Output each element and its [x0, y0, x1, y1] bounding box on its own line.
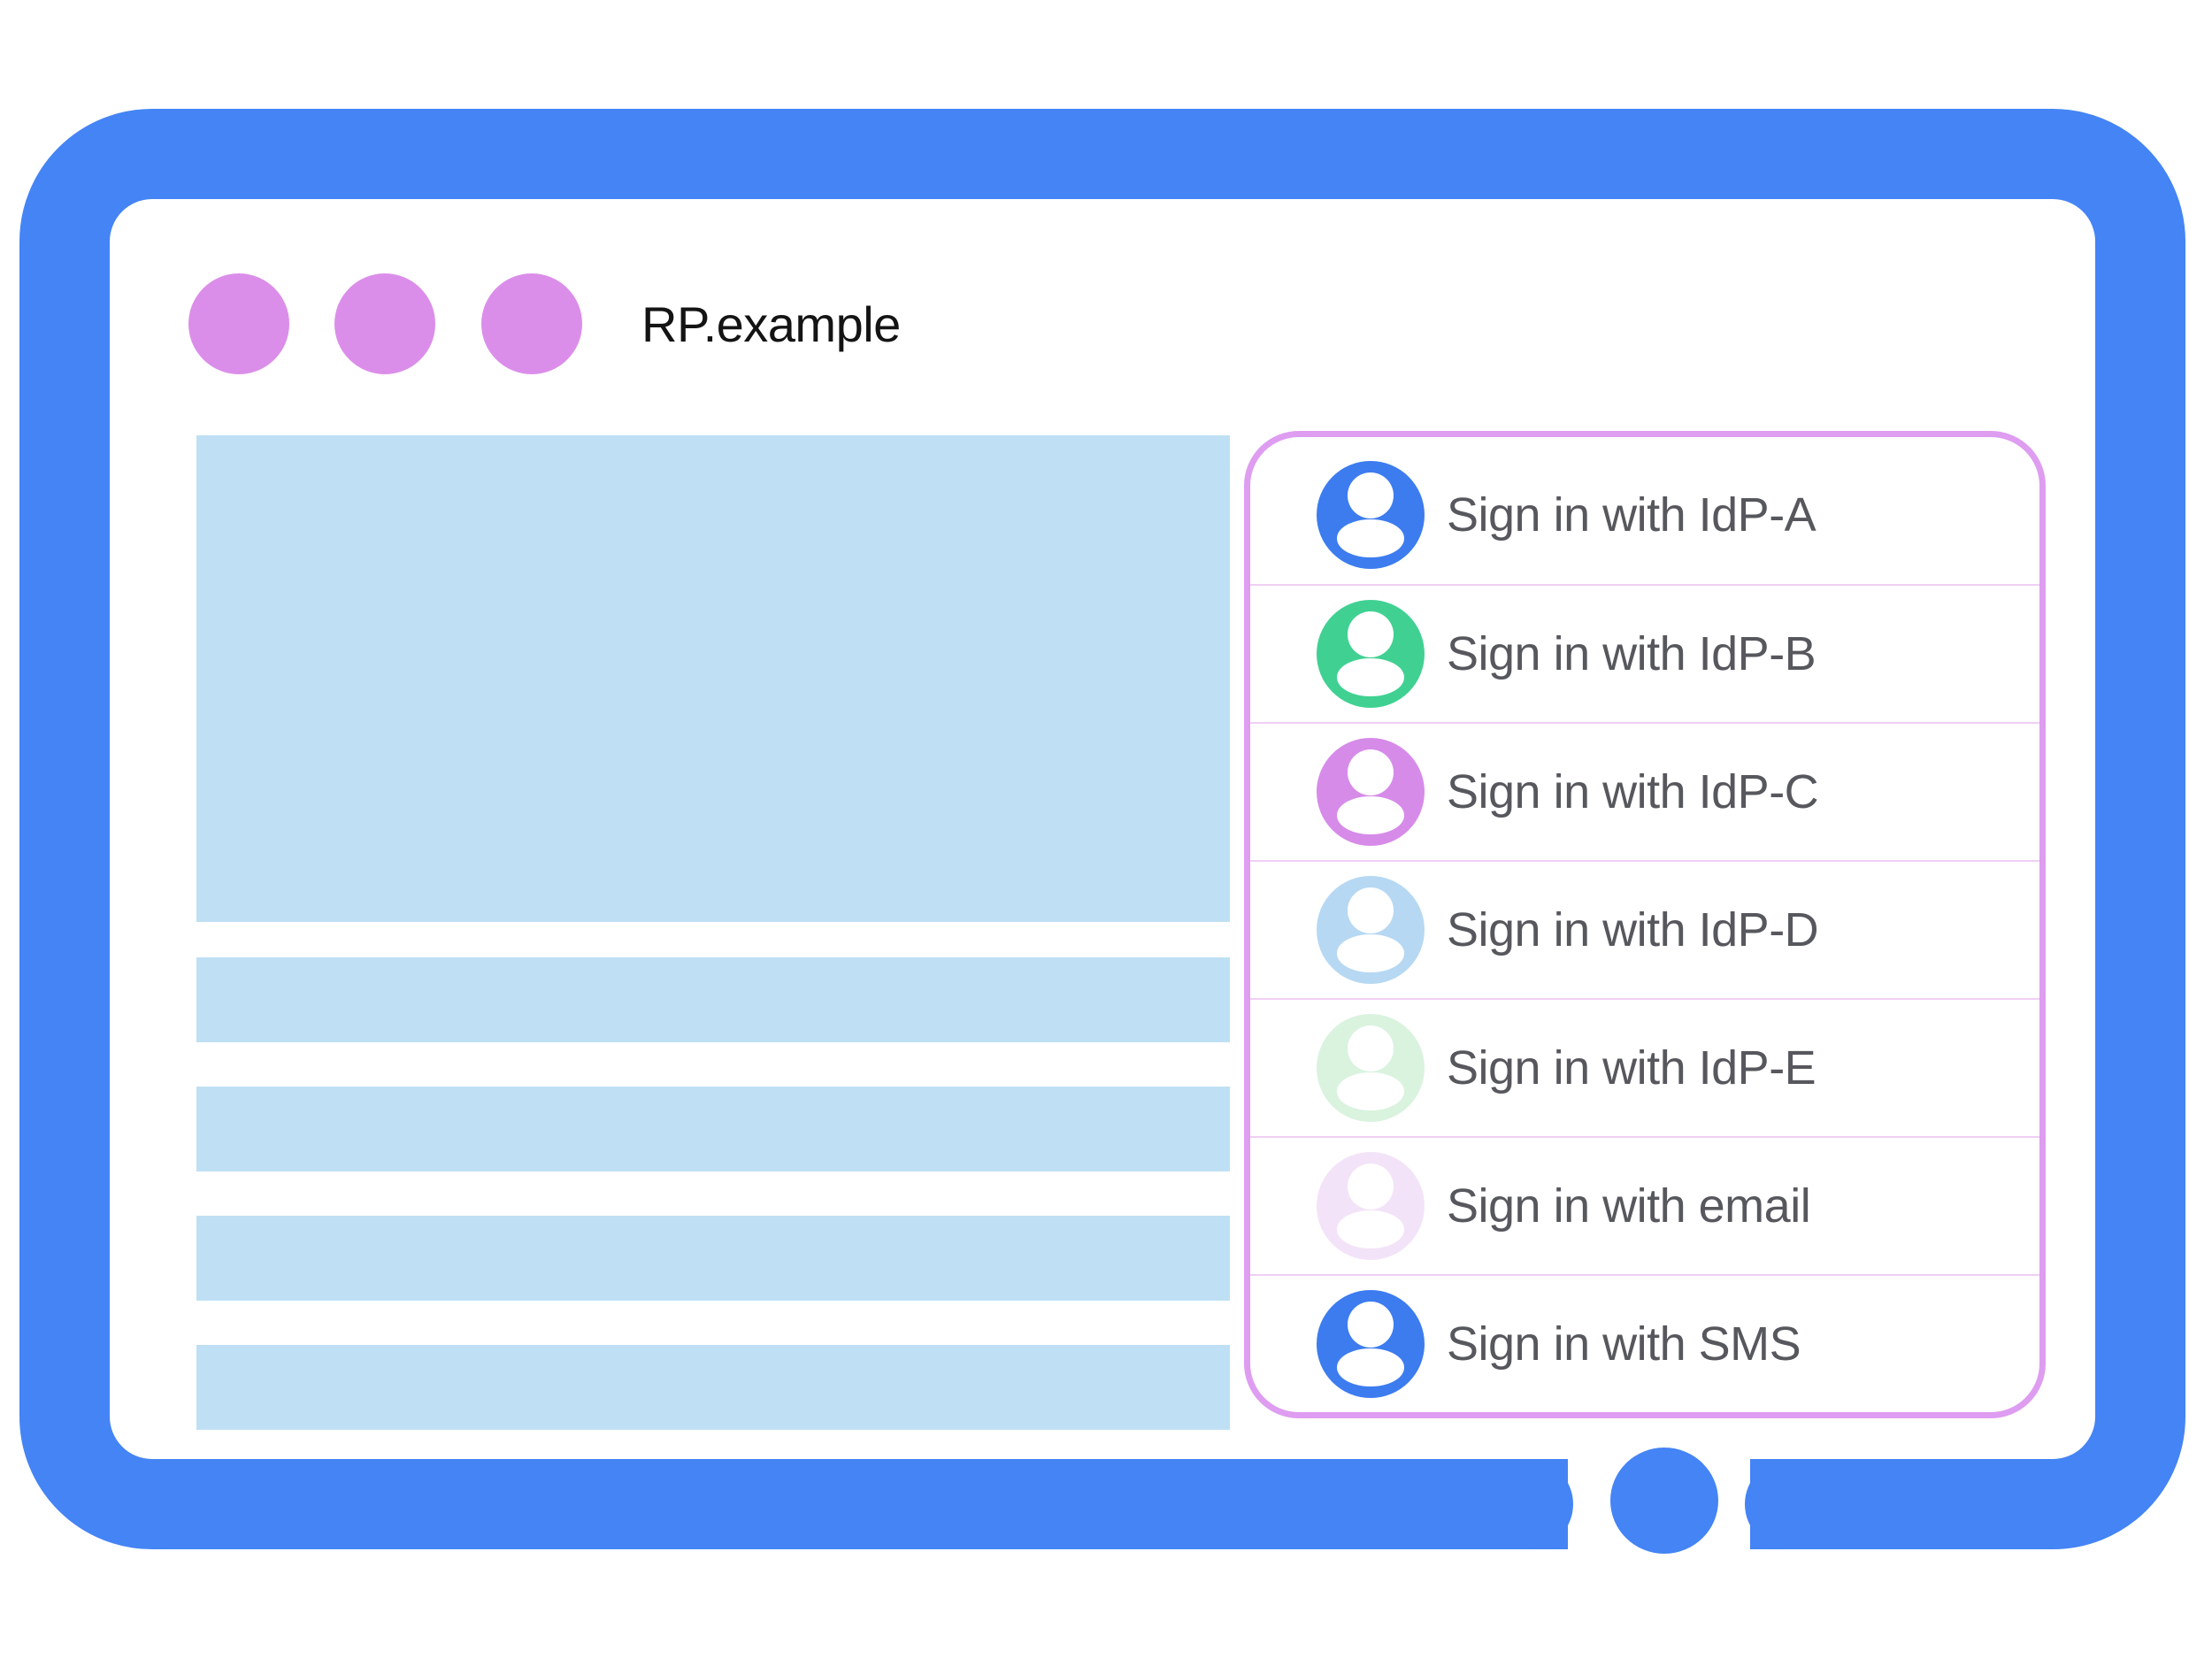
user-avatar-icon — [1317, 600, 1425, 708]
signin-option-idp-e[interactable]: Sign in with IdP-E — [1250, 998, 2039, 1136]
signin-option-label: Sign in with IdP-C — [1447, 765, 1819, 818]
window-control-dot-icon — [334, 273, 435, 374]
user-avatar-icon — [1317, 1152, 1425, 1260]
signin-option-idp-b[interactable]: Sign in with IdP-B — [1250, 584, 2039, 722]
signin-option-idp-c[interactable]: Sign in with IdP-C — [1250, 722, 2039, 860]
signin-option-label: Sign in with SMS — [1447, 1317, 1801, 1371]
signin-option-email[interactable]: Sign in with email — [1250, 1136, 2039, 1274]
window-control-dot-icon — [188, 273, 289, 374]
frame-bottom-bar-left-end — [1483, 1459, 1573, 1549]
home-button[interactable] — [1610, 1448, 1718, 1554]
signin-option-label: Sign in with IdP-D — [1447, 903, 1819, 956]
user-avatar-icon — [1317, 876, 1425, 984]
user-avatar-icon — [1317, 1014, 1425, 1122]
signin-option-sms[interactable]: Sign in with SMS — [1250, 1274, 2039, 1412]
signin-option-label: Sign in with email — [1447, 1179, 1811, 1233]
user-avatar-icon — [1317, 738, 1425, 846]
user-avatar-icon — [1317, 461, 1425, 569]
signin-chooser-panel: Sign in with IdP-A Sign in with IdP-B Si… — [1244, 431, 2046, 1418]
signin-option-idp-d[interactable]: Sign in with IdP-D — [1250, 860, 2039, 998]
signin-option-label: Sign in with IdP-A — [1447, 488, 1816, 541]
content-text-bar-placeholder — [196, 1087, 1230, 1171]
content-text-bar-placeholder — [196, 1345, 1230, 1430]
content-hero-placeholder — [196, 435, 1230, 922]
signin-option-label: Sign in with IdP-E — [1447, 1041, 1816, 1094]
window-control-dot-icon — [481, 273, 582, 374]
signin-option-label: Sign in with IdP-B — [1447, 627, 1816, 680]
signin-option-idp-a[interactable]: Sign in with IdP-A — [1250, 446, 2039, 584]
frame-bottom-bar-right-end — [1745, 1459, 1835, 1549]
content-text-bar-placeholder — [196, 1216, 1230, 1301]
page-title: RP.example — [641, 296, 901, 352]
user-avatar-icon — [1317, 1290, 1425, 1398]
content-text-bar-placeholder — [196, 957, 1230, 1042]
